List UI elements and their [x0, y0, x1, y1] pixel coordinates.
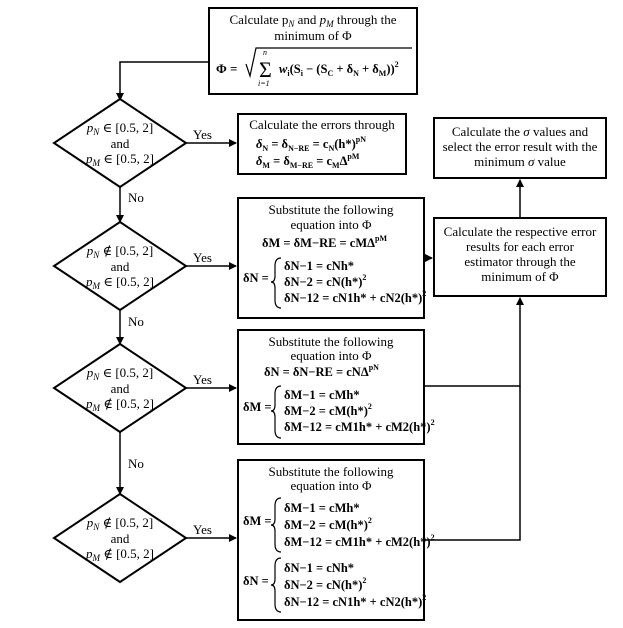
yes-label-1: Yes	[193, 127, 212, 142]
box3-lhs: δM =	[243, 400, 272, 414]
box4-brace-n	[270, 557, 282, 613]
decision-diamond-4: pN ∉ [0.5, 2] pM ∉ [0.5, 2]and	[52, 492, 188, 584]
sigma-box-line2: select the error result with the	[443, 139, 598, 154]
substitute-box-2	[237, 197, 425, 319]
box3-main-eq: δN = δN−RE = cNΔpN	[264, 363, 379, 379]
box2-title1: Substitute the following	[269, 202, 394, 217]
decision-diamond-1: pN ∈ [0.5, 2] pM ∈ [0.5, 2]and	[52, 97, 188, 189]
case-equation: δN−1 = cNh*	[284, 561, 354, 575]
top-calc-box	[208, 7, 418, 95]
case-equation: δN−12 = cN1h* + cN2(h*)2	[284, 593, 426, 609]
errors-box	[237, 113, 407, 175]
no-label-3: No	[128, 456, 144, 471]
calc-box-line1: Calculate the respective error	[444, 224, 597, 239]
box2-brace	[270, 257, 282, 309]
box4-lhs-m: δM =	[243, 514, 272, 528]
phi-formula: Φ = Σ n i=1 wi(Si − (SC + δN + δM))2	[216, 47, 412, 88]
case-equation: δN−2 = cN(h*)2	[284, 576, 366, 592]
connector-box4-to-calc	[424, 386, 521, 541]
box4-cases: δM−1 = cMh*δM−2 = cM(h*)2δM−12 = cM1h* +…	[284, 501, 435, 609]
case-equation: δN−2 = cN(h*)2	[284, 273, 366, 289]
box3-title1: Substitute the following	[269, 334, 394, 349]
box4-title1: Substitute the following	[269, 464, 394, 479]
yes-label-2: Yes	[193, 250, 212, 265]
condition-pn: pN ∈ [0.5, 2]	[86, 365, 154, 382]
top-box-line1: Calculate pN and pM through the	[230, 12, 397, 29]
calc-box-line4: minimum of Φ	[481, 269, 559, 284]
decision-diamond-2: pN ∉ [0.5, 2] pM ∈ [0.5, 2]and	[52, 220, 188, 312]
condition-pn: pN ∉ [0.5, 2]	[86, 515, 154, 532]
box2-main-eq: δM = δM−RE = cMΔpM	[262, 234, 387, 250]
condition-and: and	[111, 136, 130, 151]
condition-and: and	[111, 531, 130, 546]
errors-eq1: δN = δN−RE = cN(h*)pN	[256, 135, 366, 153]
calc-box-line2: results for each error	[466, 239, 575, 254]
substitute-box-4	[237, 459, 425, 621]
svg-text:Σ: Σ	[259, 57, 272, 82]
case-equation: δM−2 = cM(h*)2	[284, 516, 372, 532]
condition-and: and	[111, 259, 130, 274]
svg-text:n: n	[263, 48, 267, 57]
case-equation: δM−1 = cMh*	[284, 388, 360, 402]
box4-brace-m	[270, 497, 282, 553]
sigma-box	[433, 117, 607, 179]
yes-label-3: Yes	[193, 372, 212, 387]
box3-title2: equation into Φ	[291, 348, 372, 363]
no-label-2: No	[128, 314, 144, 329]
condition-pm: pM ∉ [0.5, 2]	[85, 546, 154, 563]
case-equation: δM−12 = cM1h* + cM2(h*)2	[284, 418, 435, 434]
connector-box3-to-calc	[424, 297, 524, 387]
decision-diamond-3: pN ∈ [0.5, 2] pM ∉ [0.5, 2]and	[52, 342, 188, 434]
condition-and: and	[111, 381, 130, 396]
diamond-shape	[52, 492, 188, 584]
sigma-box-line1: Calculate the σ values and	[452, 124, 589, 139]
yes-label-4: Yes	[193, 522, 212, 537]
calc-results-box	[433, 217, 607, 297]
calc-box-line3: estimator through the	[464, 254, 575, 269]
svg-text:Φ =: Φ =	[216, 61, 237, 76]
errors-box-title: Calculate the errors through	[249, 117, 395, 132]
no-label-1: No	[128, 190, 144, 205]
condition-pm: pM ∈ [0.5, 2]	[85, 274, 154, 291]
case-equation: δM−2 = cM(h*)2	[284, 402, 372, 418]
connector-top-to-d1	[116, 61, 209, 101]
condition-pn: pN ∈ [0.5, 2]	[86, 120, 154, 137]
condition-pm: pM ∉ [0.5, 2]	[85, 396, 154, 413]
box2-cases: δN−1 = cNh*δN−2 = cN(h*)2δN−12 = cN1h* +…	[284, 259, 426, 305]
box3-cases: δM−1 = cMh*δM−2 = cM(h*)2δM−12 = cM1h* +…	[284, 388, 435, 434]
svg-text:wi(Si − (SC + δN + δM))2: wi(Si − (SC + δN + δM))2	[279, 60, 399, 78]
case-equation: δM−1 = cMh*	[284, 501, 360, 515]
box2-lhs: δN =	[243, 271, 269, 285]
box4-lhs-n: δN =	[243, 574, 269, 588]
box3-brace	[270, 385, 282, 439]
case-equation: δN−1 = cNh*	[284, 259, 354, 273]
condition-pn: pN ∉ [0.5, 2]	[86, 243, 154, 260]
box2-title2: equation into Φ	[291, 217, 372, 232]
substitute-box-3	[237, 329, 425, 445]
top-box-line2: minimum of Φ	[274, 28, 352, 43]
svg-text:i=1: i=1	[258, 79, 270, 88]
case-equation: δM−12 = cM1h* + cM2(h*)2	[284, 533, 435, 549]
case-equation: δN−12 = cN1h* + cN2(h*)2	[284, 289, 426, 305]
box4-title2: equation into Φ	[291, 478, 372, 493]
sigma-box-line3: minimum σ value	[474, 154, 566, 169]
errors-eq2: δM = δM−RE = cMΔpM	[256, 152, 360, 170]
condition-pm: pM ∈ [0.5, 2]	[85, 151, 154, 168]
